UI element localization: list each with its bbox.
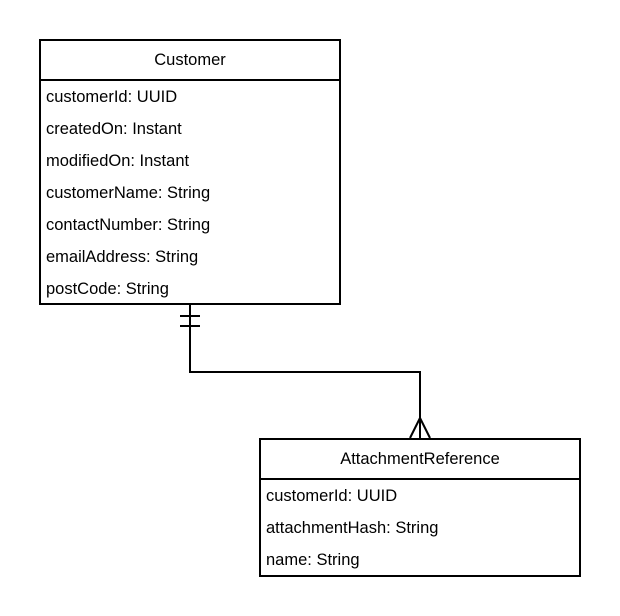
customer-field: customerId: UUID	[46, 88, 178, 106]
customer-field: customerName: String	[46, 184, 211, 202]
customer-field: emailAddress: String	[46, 248, 199, 266]
attachment-reference-field: customerId: UUID	[266, 487, 398, 505]
customer-field: postCode: String	[46, 280, 169, 298]
attachment-reference-field-list: customerId: UUID attachmentHash: String …	[261, 480, 579, 578]
relationship-line	[189, 305, 421, 438]
attachment-reference-entity-title: AttachmentReference	[261, 440, 579, 480]
customer-entity-title: Customer	[41, 41, 339, 81]
attachment-reference-field: attachmentHash: String	[266, 519, 439, 537]
customer-field: modifiedOn: Instant	[46, 152, 190, 170]
attachment-reference-field: name: String	[266, 551, 360, 569]
customer-field-list: customerId: UUID createdOn: Instant modi…	[41, 81, 339, 307]
attachment-reference-entity[interactable]: AttachmentReference customerId: UUID att…	[259, 438, 581, 577]
customer-field: contactNumber: String	[46, 216, 211, 234]
customer-entity[interactable]: Customer customerId: UUID createdOn: Ins…	[39, 39, 341, 305]
customer-field: createdOn: Instant	[46, 120, 182, 138]
crowfoot-left-prong	[409, 417, 421, 439]
crowfoot-right-prong	[419, 417, 431, 439]
